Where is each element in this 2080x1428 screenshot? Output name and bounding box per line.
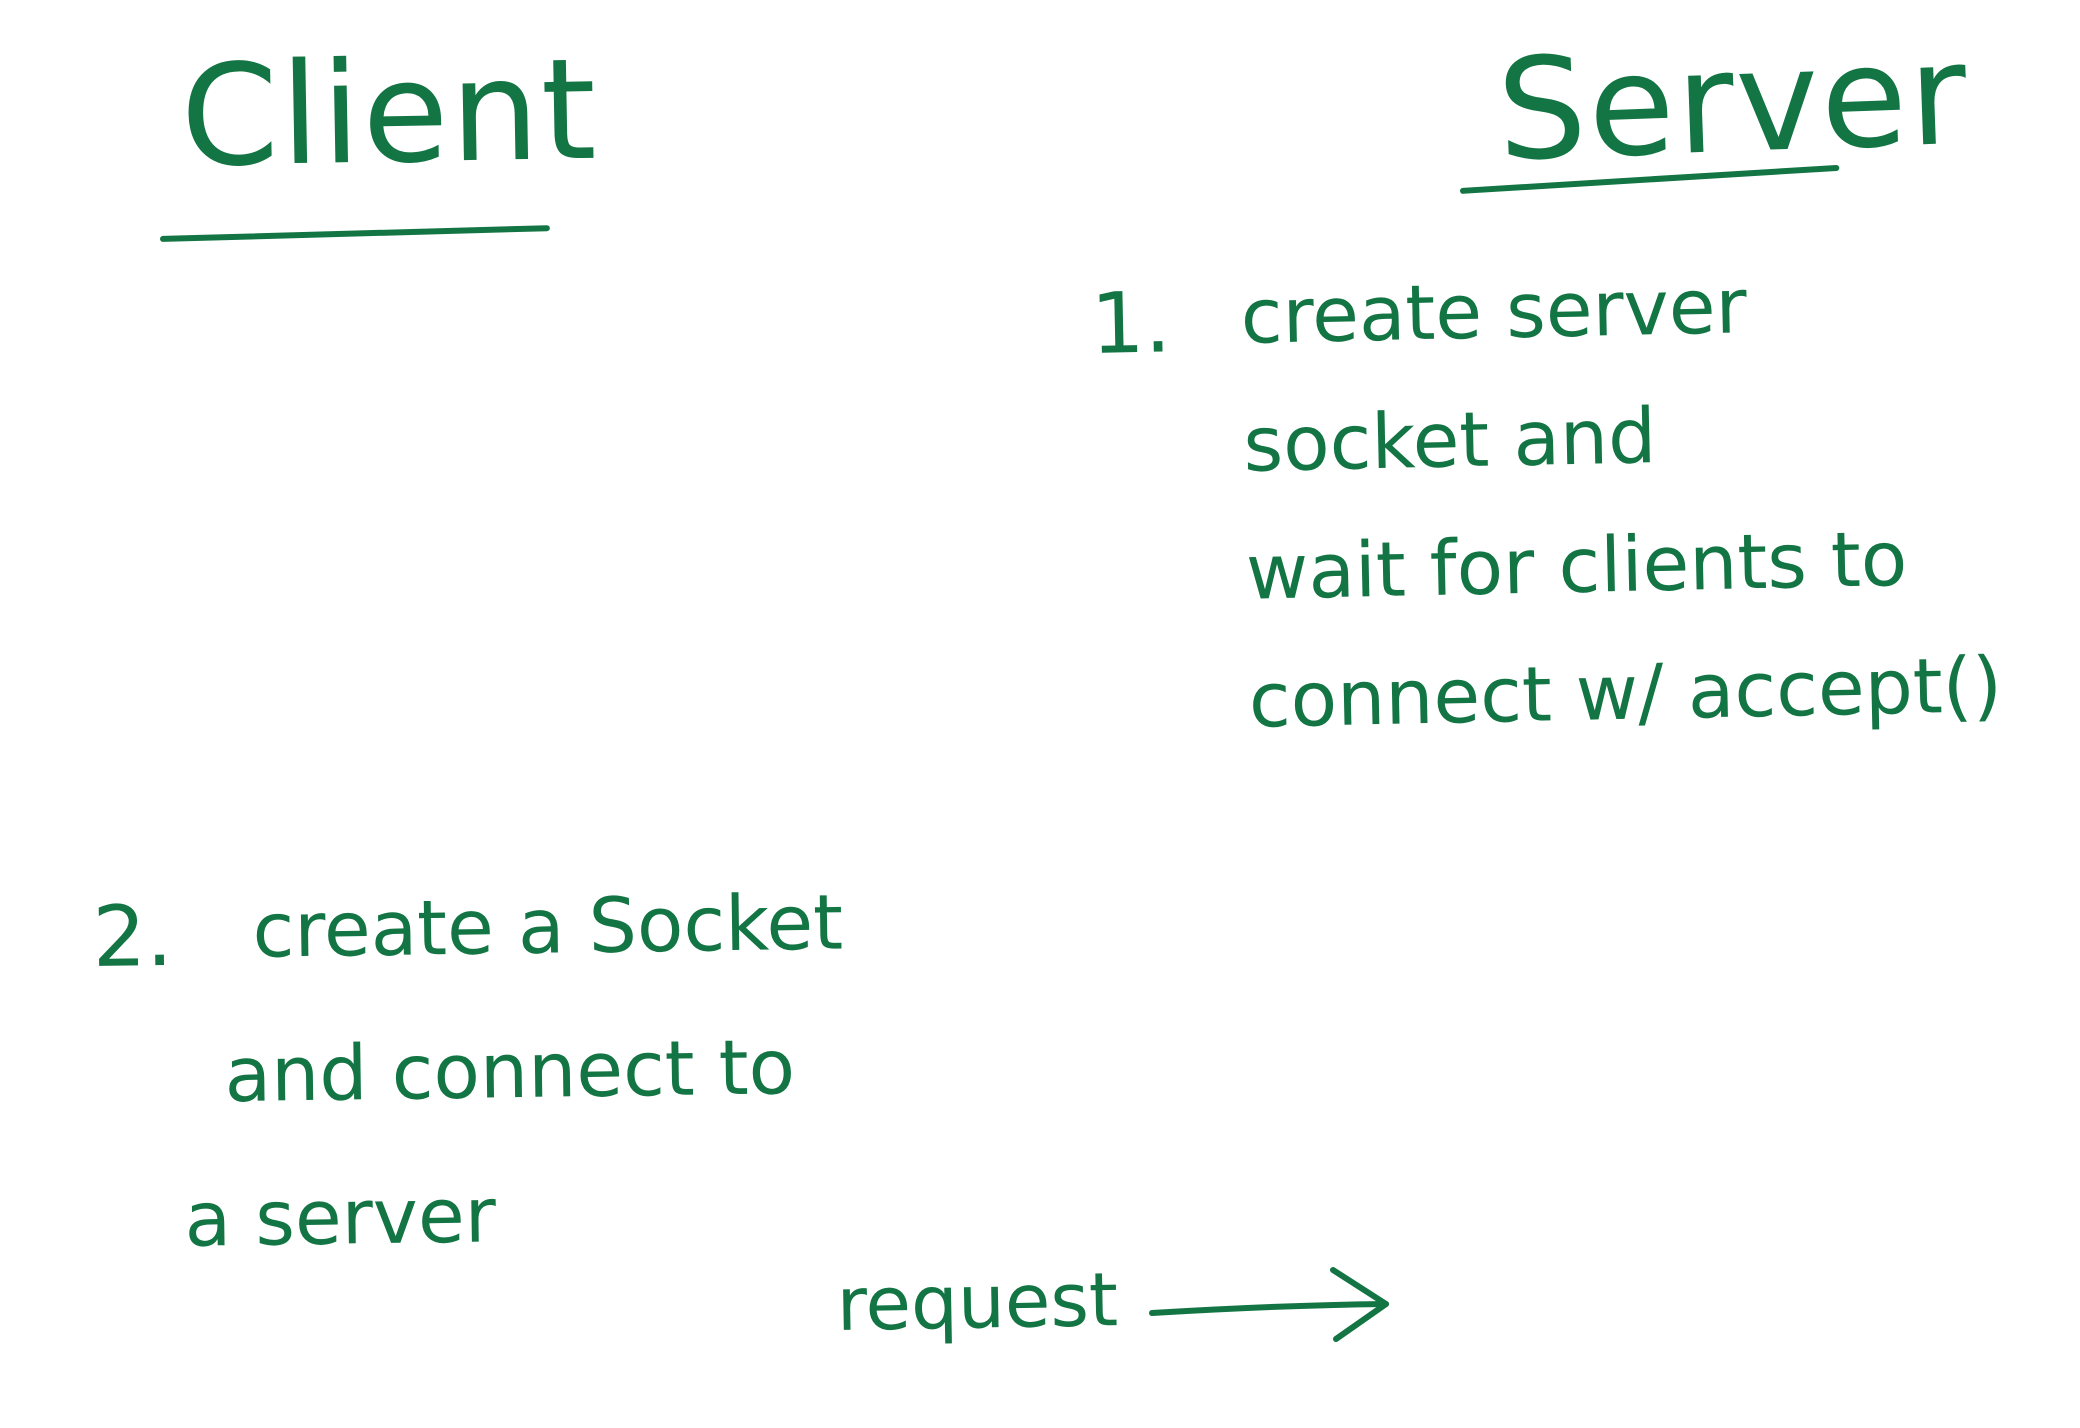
client-heading-underline <box>159 225 550 242</box>
client-heading: Client <box>179 28 600 199</box>
right-arrow-icon <box>1149 1267 1389 1342</box>
client-step-2-line-2: and connect to <box>223 1022 796 1120</box>
server-step-1-line-1: create server <box>1239 261 1748 361</box>
server-step-1-line-2: socket and <box>1242 391 1658 489</box>
server-heading: Server <box>1494 13 1972 193</box>
request-arrow-head <box>1330 1267 1389 1342</box>
client-step-2-text: create a Socket and connect to a server <box>184 877 848 1264</box>
request-arrow-shaft <box>1149 1301 1389 1316</box>
server-step-1-line-4: connect w/ accept() <box>1247 640 2003 745</box>
server-step-1-text: create server socket and wait for client… <box>1239 261 2003 745</box>
client-step-2: 2. create a Socket and connect to a serv… <box>91 877 848 1264</box>
request-message-label: request <box>835 1257 1119 1348</box>
server-step-1: 1. create server socket and wait for cli… <box>1089 261 2003 745</box>
client-step-2-line-1: create a Socket <box>251 877 844 975</box>
server-step-1-line-3: wait for clients to <box>1245 513 1909 617</box>
client-step-2-number: 2. <box>91 886 174 986</box>
client-step-2-line-3: a server <box>183 1170 497 1264</box>
server-step-1-number: 1. <box>1089 273 1173 373</box>
